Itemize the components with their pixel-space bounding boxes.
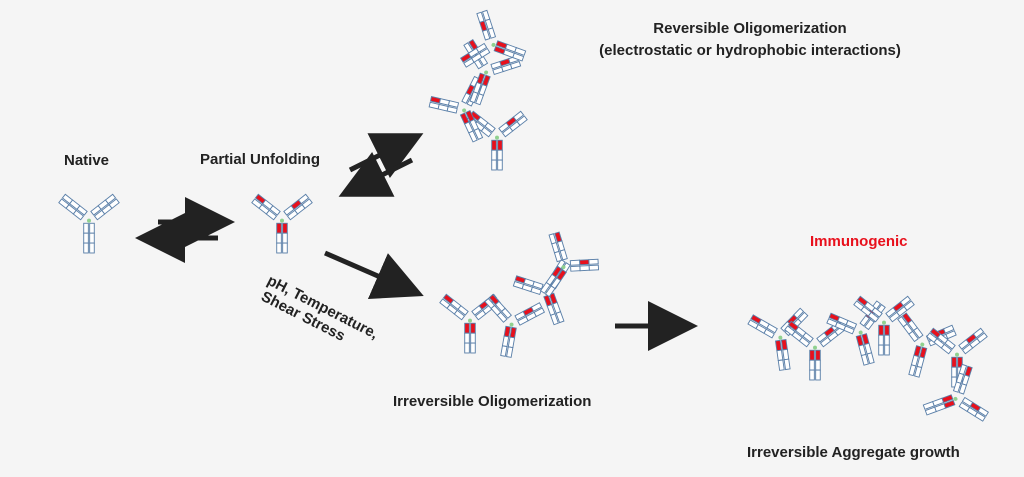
arrow-from-reversible <box>338 151 414 197</box>
antibody-irreversible-4 <box>539 231 600 298</box>
label-reversible-subtitle: (electrostatic or hydrophobic interactio… <box>599 42 901 59</box>
label-native: Native <box>64 152 110 169</box>
label-aggregate-growth: Irreversible Aggregate growth <box>747 444 960 461</box>
label-immunogenic: Immunogenic <box>810 233 908 250</box>
label-irreversible-oligomerization: Irreversible Oligomerization <box>393 393 592 410</box>
label-reversible-title: Reversible Oligomerization <box>653 20 847 37</box>
antibody-native <box>58 193 120 254</box>
antibody-aggregate-4 <box>853 295 915 356</box>
antibody-aggregate-1 <box>747 307 809 371</box>
antibody-irreversible-2 <box>484 293 546 358</box>
label-partial-unfolding: Partial Unfolding <box>200 151 320 168</box>
antibody-reversible-1 <box>466 110 528 171</box>
antibody-aggregate-7 <box>922 363 989 422</box>
antibody-reversible-4 <box>460 9 527 68</box>
arrow-to-irreversible <box>324 250 424 299</box>
antibody-partially-unfolded <box>251 193 313 254</box>
